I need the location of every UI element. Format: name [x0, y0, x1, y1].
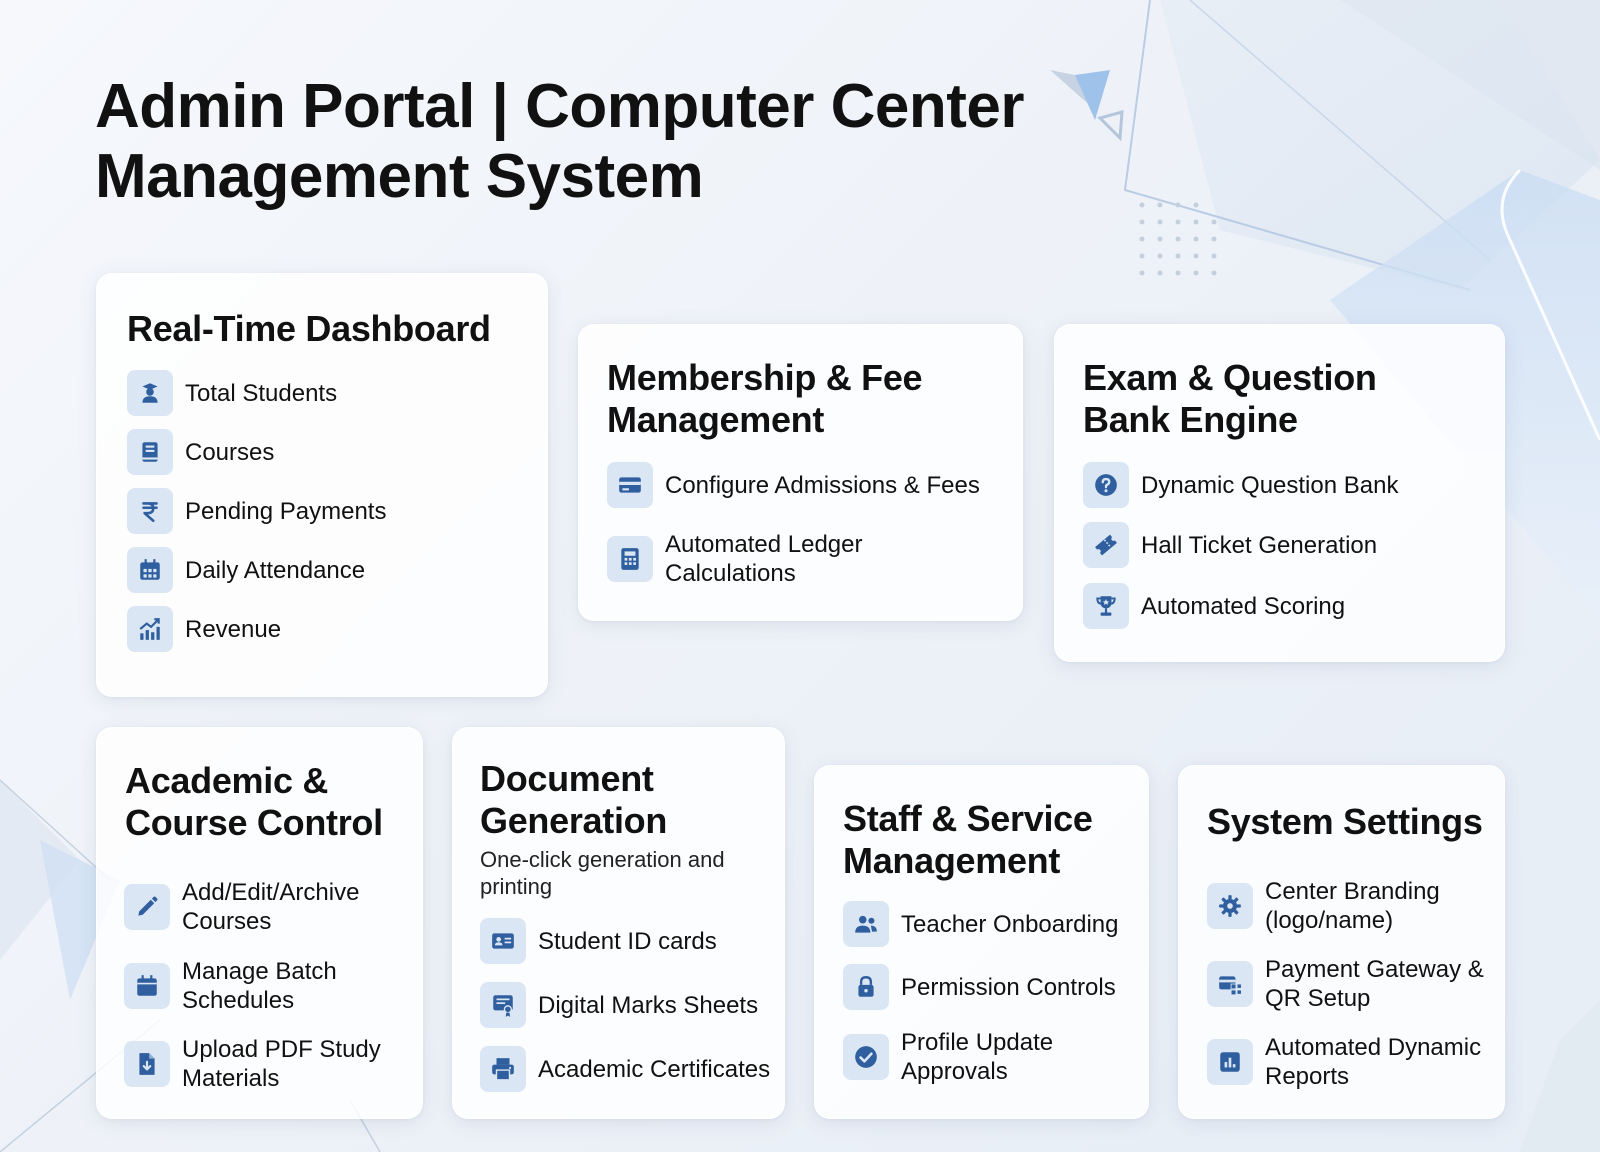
card-title: Document Generation — [480, 758, 668, 841]
card-title: Staff & Service Management — [843, 798, 1093, 881]
card-document-generation: Document Generation One-click generation… — [452, 727, 785, 1119]
exam-item-automated-scoring[interactable]: Automated Scoring — [1083, 583, 1345, 629]
card-academic-course-control: Academic & Course Control Add/Edit/Archi… — [96, 727, 423, 1119]
file-upload-icon — [124, 1041, 170, 1087]
card-title: System Settings — [1207, 801, 1483, 842]
calculator-icon — [607, 536, 653, 582]
card-staff-service-management: Staff & Service Management Teacher Onboa… — [814, 765, 1149, 1119]
card-subtitle: One-click generation and printing — [480, 847, 725, 899]
card-exam-question-bank-engine: Exam & Question Bank Engine Dynamic Ques… — [1054, 324, 1505, 662]
dashboard-item-revenue[interactable]: Revenue — [127, 606, 281, 652]
card-title: Academic & Course Control — [125, 760, 383, 843]
document-item-academic-certificates[interactable]: Academic Certificates — [480, 1046, 770, 1092]
dashboard-item-total-students[interactable]: Total Students — [127, 370, 337, 416]
card-title: Real-Time Dashboard — [127, 308, 491, 349]
settings-item-center-branding[interactable]: Center Branding (logo/name) — [1207, 877, 1440, 935]
academic-item-upload-pdf[interactable]: Upload PDF Study Materials — [124, 1035, 381, 1093]
card-system-settings: System Settings Center Branding (logo/na… — [1178, 765, 1505, 1119]
dashboard-item-daily-attendance[interactable]: Daily Attendance — [127, 547, 365, 593]
printer-icon — [480, 1046, 526, 1092]
certificate-icon — [480, 982, 526, 1028]
book-icon — [127, 429, 173, 475]
gear-icon — [1207, 883, 1253, 929]
exam-item-hall-ticket-generation[interactable]: Hall Ticket Generation — [1083, 522, 1377, 568]
people-icon — [843, 901, 889, 947]
id-card-icon — [480, 918, 526, 964]
staff-item-permission-controls[interactable]: Permission Controls — [843, 964, 1116, 1010]
page-title: Admin Portal | Computer Center Managemen… — [95, 72, 1025, 211]
chart-icon — [127, 606, 173, 652]
settings-item-payment-gateway[interactable]: Payment Gateway & QR Setup — [1207, 955, 1484, 1013]
report-icon — [1207, 1039, 1253, 1085]
student-icon — [127, 370, 173, 416]
dashboard-item-courses[interactable]: Courses — [127, 429, 274, 475]
exam-item-dynamic-question-bank[interactable]: Dynamic Question Bank — [1083, 462, 1398, 508]
staff-item-teacher-onboarding[interactable]: Teacher Onboarding — [843, 901, 1118, 947]
card-real-time-dashboard: Real-Time Dashboard Total Students Cours… — [96, 273, 548, 697]
rupee-icon — [127, 488, 173, 534]
dashboard-item-pending-payments[interactable]: Pending Payments — [127, 488, 386, 534]
membership-item-automated-ledger[interactable]: Automated Ledger Calculations — [607, 530, 862, 588]
document-item-digital-marks-sheets[interactable]: Digital Marks Sheets — [480, 982, 758, 1028]
pencil-icon — [124, 884, 170, 930]
card-title: Membership & Fee Management — [607, 357, 923, 440]
academic-item-add-edit-archive[interactable]: Add/Edit/Archive Courses — [124, 878, 359, 936]
check-circle-icon — [843, 1034, 889, 1080]
trophy-icon — [1083, 583, 1129, 629]
lock-icon — [843, 964, 889, 1010]
document-item-student-id-cards[interactable]: Student ID cards — [480, 918, 717, 964]
membership-item-configure-admissions[interactable]: Configure Admissions & Fees — [607, 462, 980, 508]
calendar-icon — [127, 547, 173, 593]
staff-item-profile-update-approvals[interactable]: Profile Update Approvals — [843, 1028, 1053, 1086]
payment-qr-icon — [1207, 961, 1253, 1007]
credit-card-icon — [607, 462, 653, 508]
card-title: Exam & Question Bank Engine — [1083, 357, 1377, 440]
academic-item-manage-batch-schedules[interactable]: Manage Batch Schedules — [124, 957, 337, 1015]
schedule-icon — [124, 963, 170, 1009]
settings-item-automated-reports[interactable]: Automated Dynamic Reports — [1207, 1033, 1481, 1091]
card-membership-fee-management: Membership & Fee Management Configure Ad… — [578, 324, 1023, 621]
question-icon — [1083, 462, 1129, 508]
ticket-icon — [1083, 522, 1129, 568]
